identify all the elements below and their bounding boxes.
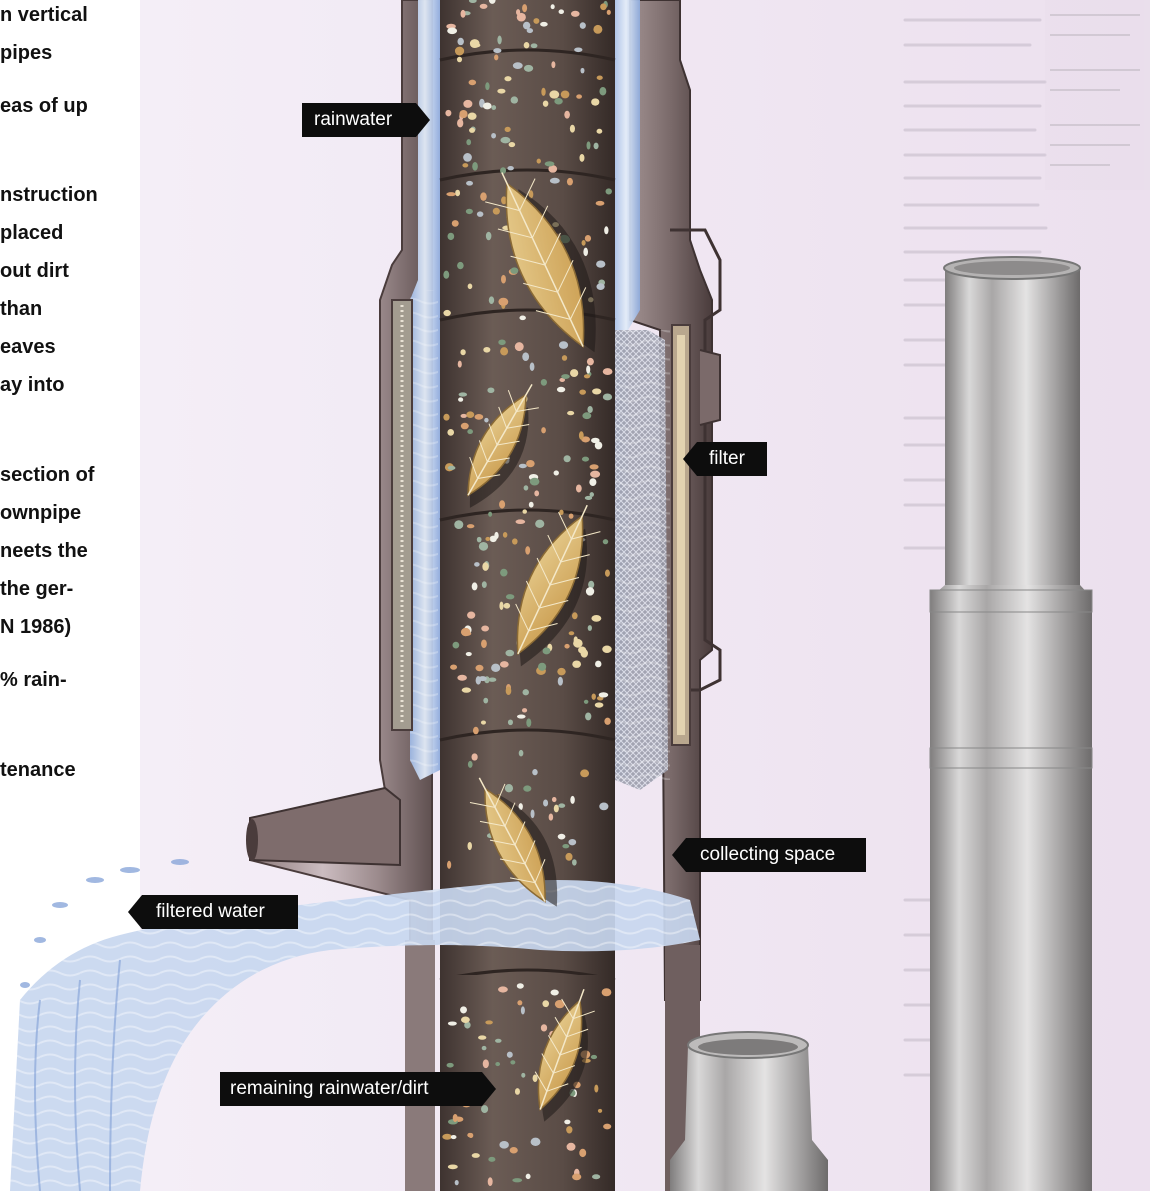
side-text-line: placed: [0, 223, 140, 243]
side-text-line: N 1986): [0, 617, 140, 637]
callout-rainwater: rainwater: [302, 103, 416, 137]
side-text-line: neets the: [0, 541, 140, 561]
callout-remaining-rainwater-dirt: remaining rainwater/dirt: [220, 1072, 482, 1106]
callout-collecting-space: collecting space: [686, 838, 866, 872]
side-text-line: section of: [0, 465, 140, 485]
stainless-pipe-short: [670, 1032, 828, 1191]
callout-filter: filter: [697, 442, 767, 476]
callout-filtered-water: filtered water: [142, 895, 298, 929]
side-text-line: n vertical: [0, 5, 140, 25]
side-text-line: nstruction: [0, 185, 140, 205]
side-text-line: the ger-: [0, 579, 140, 599]
side-text-line: % rain-: [0, 670, 140, 690]
side-text-line: eas of up: [0, 96, 140, 116]
side-text-line: than: [0, 299, 140, 319]
side-text-line: ay into: [0, 375, 140, 395]
stainless-pipe: [930, 257, 1092, 1191]
side-text-line: out dirt: [0, 261, 140, 281]
side-text-line: pipes: [0, 43, 140, 63]
side-text-line: ownpipe: [0, 503, 140, 523]
side-text-line: eaves: [0, 337, 140, 357]
side-text-line: tenance: [0, 760, 140, 780]
